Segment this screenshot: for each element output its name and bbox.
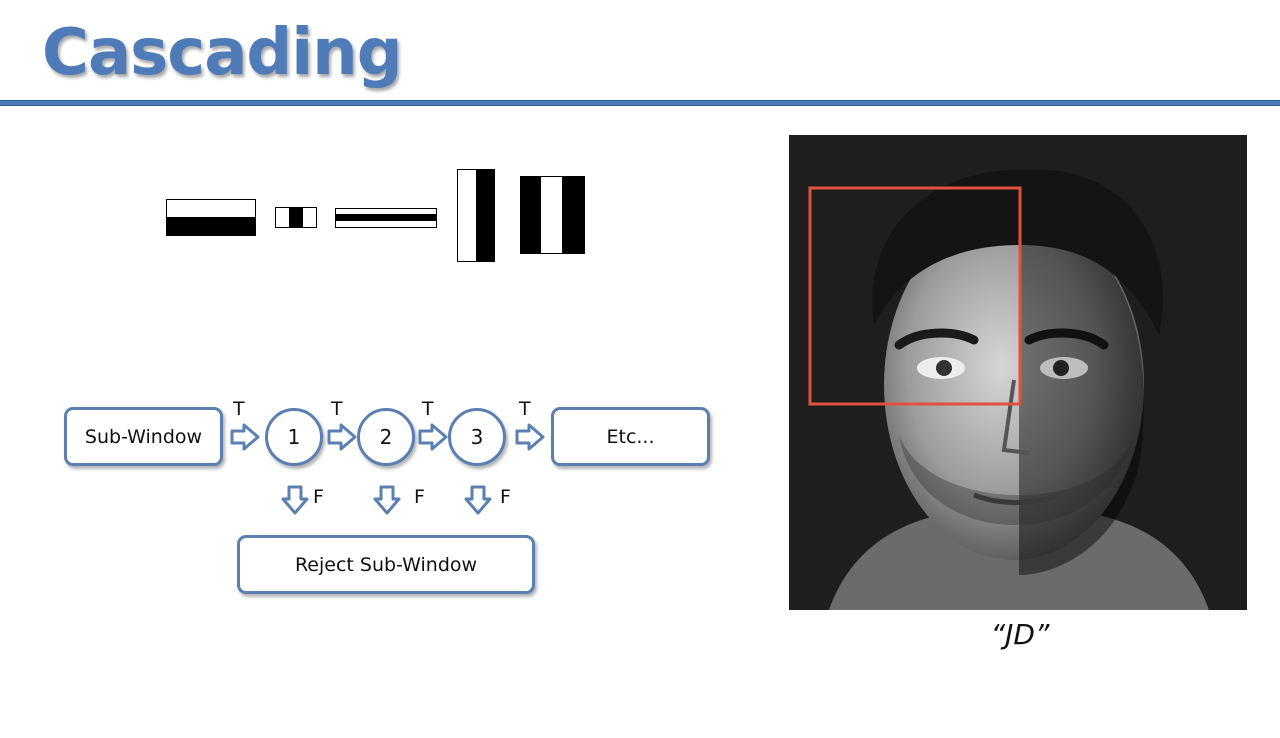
stage-2-node: 2 [357,408,415,466]
reject-node: Reject Sub-Window [237,535,535,594]
face-photo [789,135,1247,610]
photo-caption: “JD” [990,618,1050,651]
stage-2-label: 2 [379,425,393,449]
down-arrow-icon [373,485,401,515]
etc-node: Etc... [551,407,710,466]
haar-feature-line-vertical-large [520,176,585,254]
stage-1-node: 1 [265,408,323,466]
haar-feature-edge-vertical [457,169,495,262]
stage-3-label: 3 [470,425,484,449]
down-arrow-icon [281,485,309,515]
page-title: Cascading [42,16,402,90]
stage-1-label: 1 [287,425,301,449]
haar-feature-line-horizontal [335,208,437,228]
false-label: F [500,486,511,508]
true-label: T [331,398,343,420]
false-label: F [313,486,324,508]
stage-3-node: 3 [448,408,506,466]
right-arrow-icon [515,423,545,451]
haar-feature-line-vertical-small [275,207,317,228]
reject-label: Reject Sub-Window [294,553,478,576]
false-label: F [414,486,425,508]
title-rule [0,100,1280,106]
right-arrow-icon [230,423,260,451]
sub-window-label: Sub-Window [84,425,203,448]
face-illustration [789,135,1247,610]
right-arrow-icon [418,423,448,451]
down-arrow-icon [464,485,492,515]
true-label: T [233,398,245,420]
sub-window-node: Sub-Window [64,407,223,466]
etc-label: Etc... [606,425,655,448]
detection-box [808,186,1022,406]
true-label: T [422,398,434,420]
true-label: T [519,398,531,420]
right-arrow-icon [327,423,357,451]
haar-feature-edge-horizontal [166,199,256,236]
